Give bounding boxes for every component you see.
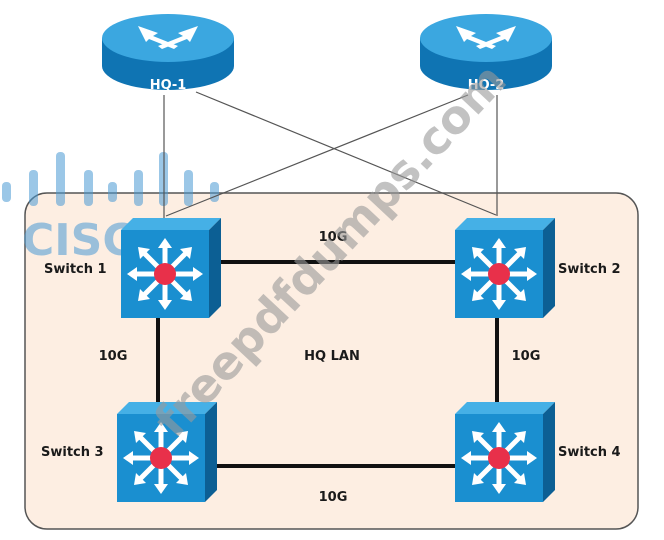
switch-3-label: Switch 3 <box>41 445 104 460</box>
router-hq2-label: HQ-2 <box>468 78 505 93</box>
link-label-sw3-sw4: 10G <box>319 490 348 505</box>
link-hq1-sw2 <box>195 91 497 216</box>
switch-1[interactable] <box>121 218 221 318</box>
switch-4[interactable] <box>455 402 555 502</box>
link-label-sw2-sw4: 10G <box>512 349 541 364</box>
router-arrows-icon <box>456 26 516 49</box>
switch-star-icon <box>461 238 537 310</box>
cisco-brand-text: CISC <box>22 215 135 266</box>
router-arrows-icon <box>138 26 198 49</box>
router-uplinks <box>163 91 498 218</box>
switch-3[interactable] <box>117 402 217 502</box>
switch-star-icon <box>461 422 537 494</box>
switch-2[interactable] <box>455 218 555 318</box>
switch-4-label: Switch 4 <box>558 445 621 460</box>
router-hq1[interactable]: HQ-1 <box>102 14 234 93</box>
trunk-links <box>156 260 499 468</box>
router-hq2[interactable]: HQ-2 <box>420 14 552 93</box>
link-label-sw1-sw2: 10G <box>319 230 348 245</box>
router-hq1-label: HQ-1 <box>150 78 187 93</box>
link-label-sw1-sw3: 10G <box>99 349 128 364</box>
switch-2-label: Switch 2 <box>558 262 621 277</box>
hq-lan-label: HQ LAN <box>304 349 360 364</box>
switch-1-label: Switch 1 <box>44 262 107 277</box>
link-hq2-sw1 <box>165 94 469 217</box>
switch-star-icon <box>127 238 203 310</box>
